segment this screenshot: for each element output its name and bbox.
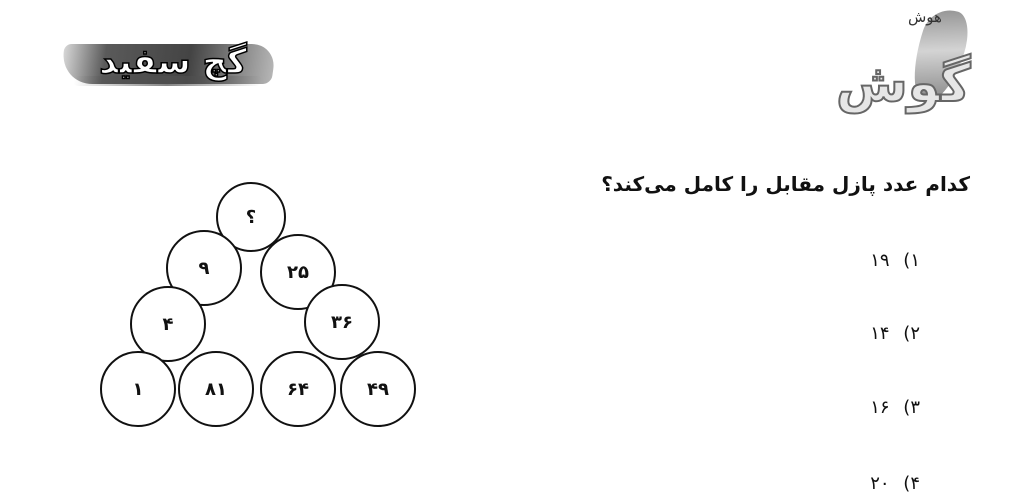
option-1[interactable]: ۱) ۱۹: [800, 250, 920, 271]
puzzle-circle-bottom-3: ۶۴: [260, 351, 336, 427]
number-puzzle: ؟ ۹ ۲۵ ۴ ۳۶ ۱ ۸۱ ۶۴ ۴۹: [96, 178, 426, 438]
option-3-number: ۳): [903, 397, 920, 418]
option-1-value: ۱۹: [870, 250, 890, 271]
option-4[interactable]: ۴) ۲۰: [800, 473, 920, 494]
puzzle-circle-right-2: ۳۶: [304, 284, 380, 360]
option-3-value: ۱۶: [870, 397, 890, 418]
brand-logo-left-text: گچ سفید: [98, 41, 247, 83]
brand-logo-left: گچ سفید: [59, 38, 277, 94]
option-2-value: ۱۴: [870, 323, 890, 344]
brand-logo-right: هوش گوش: [830, 2, 980, 122]
option-4-number: ۴): [903, 473, 920, 494]
option-1-number: ۱): [903, 250, 920, 271]
puzzle-circle-bottom-2: ۸۱: [178, 351, 254, 427]
brand-logo-right-small: هوش: [908, 8, 942, 26]
puzzle-circle-bottom-4: ۴۹: [340, 351, 416, 427]
puzzle-circle-bottom-1: ۱: [100, 351, 176, 427]
question-text: کدام عدد پازل مقابل را کامل می‌کند؟: [601, 172, 970, 196]
option-2-number: ۲): [903, 323, 920, 344]
puzzle-circle-left-2: ۴: [130, 286, 206, 362]
option-4-value: ۲۰: [870, 473, 890, 494]
option-3[interactable]: ۳) ۱۶: [800, 397, 920, 418]
brand-logo-right-big: گوش: [835, 53, 972, 115]
option-2[interactable]: ۲) ۱۴: [800, 323, 920, 344]
